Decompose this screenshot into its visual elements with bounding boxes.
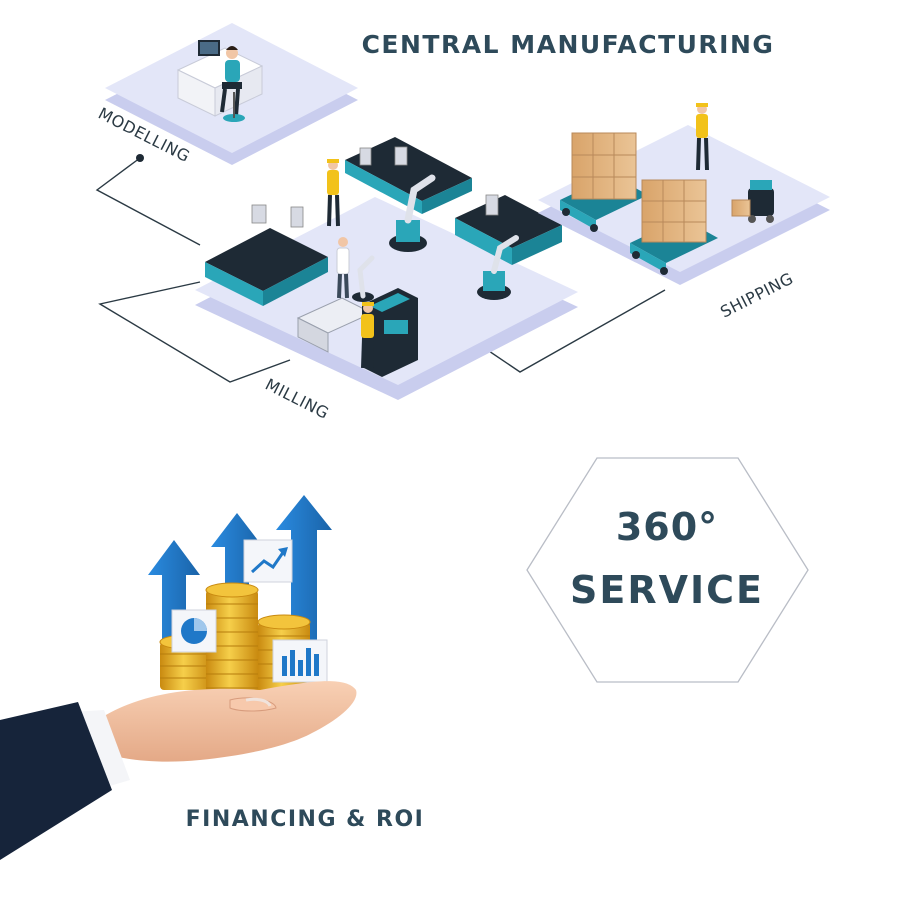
cargo-cart-icon — [560, 132, 648, 232]
financing-illustration: FINANCING & ROI — [0, 495, 425, 860]
modelling-station: MODELLING — [95, 23, 358, 166]
engineer-icon — [336, 237, 350, 299]
service-hexagon: 360° SERVICE — [526, 457, 809, 683]
trend-chart-card-icon — [243, 539, 293, 583]
connector-lines — [95, 157, 666, 383]
robot-arm-icon — [389, 174, 436, 252]
growth-arrow-icon — [211, 513, 263, 650]
pie-chart-card-icon — [171, 609, 217, 653]
bar-chart-card-icon — [272, 639, 328, 683]
connector-node — [136, 154, 144, 162]
delivery-robot-icon — [731, 180, 774, 223]
growth-arrow-icon — [276, 495, 332, 690]
cargo-cart-icon — [630, 179, 718, 275]
robot-arm-icon — [352, 255, 375, 302]
operator-icon — [361, 302, 374, 369]
conveyor-left-icon — [205, 204, 328, 306]
worker-icon — [696, 103, 709, 171]
shipping-label: SHIPPING — [717, 269, 796, 322]
conveyor-top-icon — [345, 137, 472, 214]
service-degree-text: 360° — [616, 505, 718, 549]
box-stack-icon — [571, 132, 637, 200]
central-manufacturing-title: CENTRAL MANUFACTURING — [362, 30, 775, 59]
hand-icon — [0, 681, 357, 860]
growth-arrow-icon — [148, 540, 200, 660]
financing-title: FINANCING & ROI — [186, 807, 425, 832]
coin-stack-icon — [205, 582, 259, 702]
worker-icon — [327, 159, 340, 227]
milling-machine-icon — [296, 288, 418, 377]
box-stack-icon — [641, 179, 707, 243]
service-text: SERVICE — [570, 568, 764, 612]
robot-arm-icon — [477, 235, 519, 300]
milling-label: MILLING — [262, 375, 332, 423]
shipping-station: SHIPPING — [538, 103, 830, 322]
milling-production-floor: MILLING — [195, 137, 578, 423]
